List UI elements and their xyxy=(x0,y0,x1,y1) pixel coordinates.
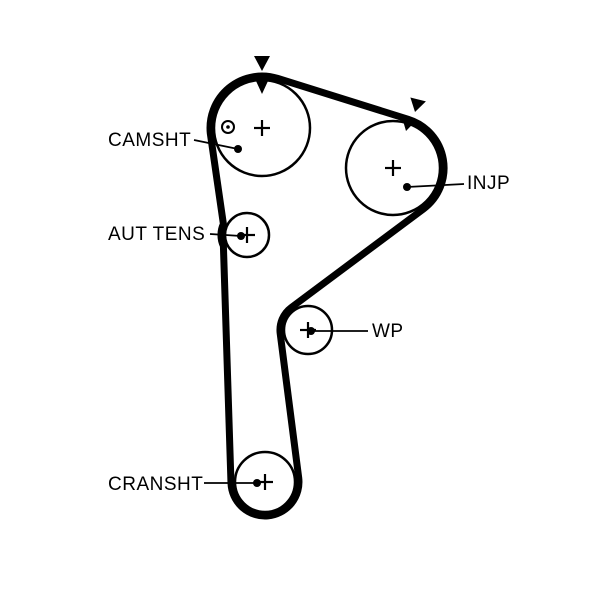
camshaft-label: CAMSHT xyxy=(108,130,191,151)
injection-pump-label: INJP xyxy=(467,173,510,194)
water-pump-leader-dot xyxy=(307,327,315,335)
tensioner-leader-line xyxy=(209,233,242,237)
water-pump-label: WP xyxy=(372,321,404,342)
injection-pump-leader-line xyxy=(406,183,465,188)
pulleys xyxy=(212,78,442,514)
camshaft-timing-arrow-icon-2 xyxy=(256,81,268,94)
tensioner-label: AUT TENS xyxy=(108,224,205,245)
crankshaft-label: CRANSHT xyxy=(108,474,203,495)
timing-belt-path xyxy=(206,72,448,520)
camshaft-timing-arrow-icon-1 xyxy=(254,56,270,71)
timing-mark-arrows xyxy=(254,56,426,131)
camshaft-center-cross-icon xyxy=(254,120,270,136)
camshaft-alignment-marker-icon xyxy=(221,120,235,134)
injection-pump-timing-arrow-icon-1 xyxy=(410,97,426,112)
injection-pump-center-cross-icon xyxy=(385,160,401,176)
tensioner-leader-dot xyxy=(237,232,245,240)
camshaft-leader-dot xyxy=(234,145,242,153)
labels: CAMSHT AUT TENS WP INJP CRANSHT xyxy=(108,130,510,495)
camshaft-leader-line xyxy=(193,139,239,150)
leader-lines xyxy=(193,139,465,487)
injection-pump-timing-arrow-icon-2 xyxy=(402,117,416,131)
injection-pump-leader-dot xyxy=(403,183,411,191)
crankshaft-leader-dot xyxy=(253,479,261,487)
